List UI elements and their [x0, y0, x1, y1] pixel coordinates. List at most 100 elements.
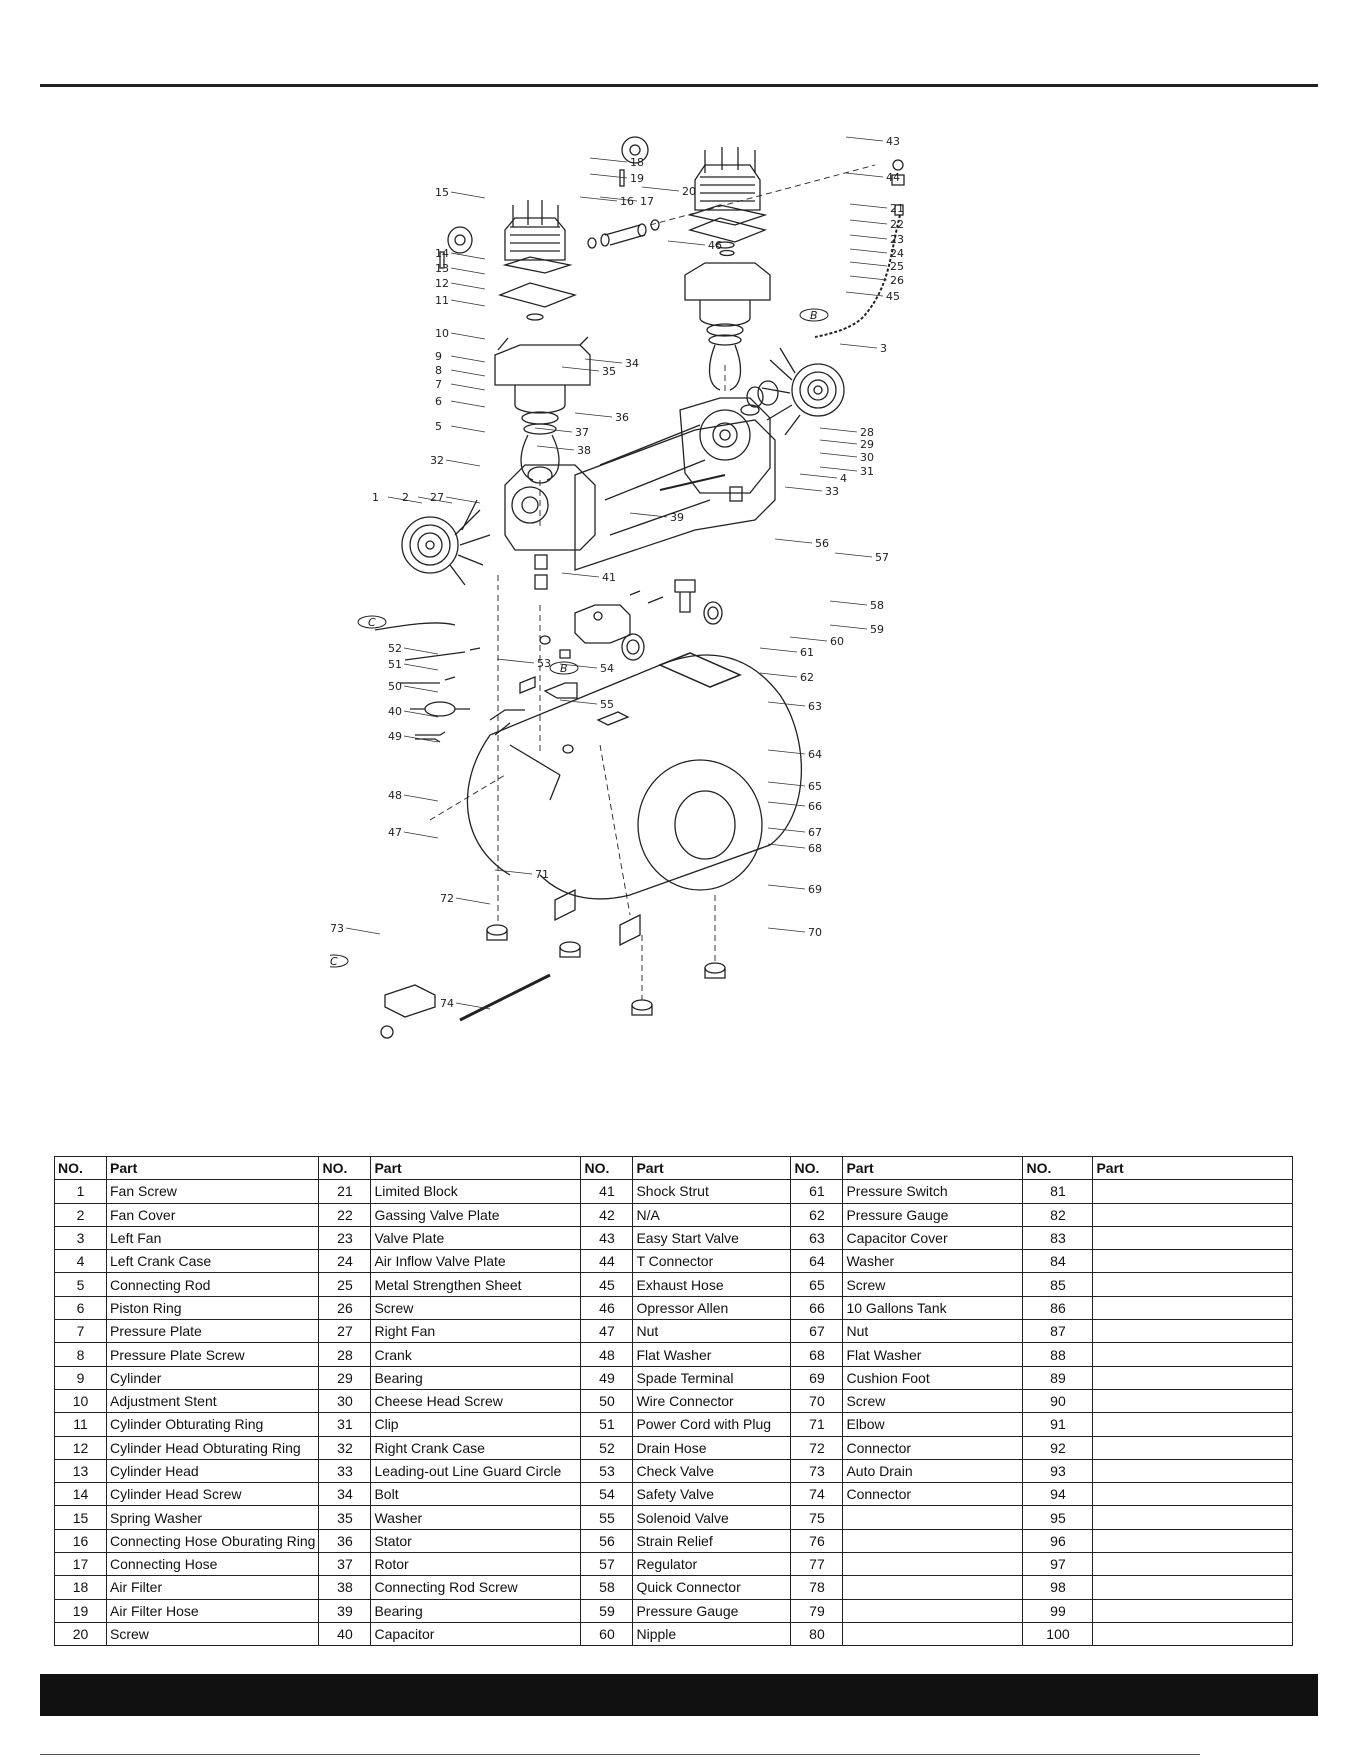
callout-label: 56 — [815, 537, 829, 550]
part-name-cell: Connecting Hose Oburating Ring — [105, 1528, 320, 1554]
exhaust-hose — [814, 159, 905, 338]
part-name-cell: Bearing — [370, 1365, 582, 1390]
callout-label: 5 — [435, 420, 442, 433]
callout-leader-line — [819, 452, 858, 458]
footer-bar — [40, 1674, 1318, 1716]
reference-marker-label: B — [810, 309, 818, 322]
callout-label: 16 — [620, 195, 634, 208]
callout-label: 25 — [890, 260, 904, 273]
part-name-cell: Safety Valve — [632, 1482, 792, 1507]
part-number-cell: 38 — [318, 1575, 372, 1600]
part-number-cell: 22 — [318, 1202, 372, 1227]
callout-label: 54 — [600, 662, 614, 675]
part-name-cell: Metal Strengthen Sheet — [370, 1272, 582, 1297]
column-header-part: Part — [370, 1155, 582, 1181]
callout-label: 38 — [577, 444, 591, 457]
part-name-cell: Power Cord with Plug — [632, 1412, 792, 1437]
callout-leader-line — [849, 219, 888, 225]
part-number-cell: 18 — [54, 1575, 107, 1600]
callout-label: 51 — [388, 658, 402, 671]
part-name-cell: N/A — [632, 1202, 792, 1227]
callout-leader-line — [799, 473, 838, 479]
callout-label: 2 — [402, 491, 409, 504]
part-number-cell: 13 — [54, 1458, 107, 1484]
callout-leader-line — [450, 355, 486, 363]
part-number-cell: 74 — [790, 1482, 844, 1507]
part-name-cell: Pressure Plate Screw — [105, 1342, 320, 1367]
callout-label: 60 — [830, 635, 844, 648]
callout-leader-line — [849, 234, 888, 240]
callout-label: 23 — [890, 233, 904, 246]
part-number-cell: 100 — [1022, 1621, 1094, 1647]
callout-leader-line — [849, 203, 888, 209]
callout-label: 11 — [435, 294, 449, 307]
part-name-cell: Cushion Foot — [842, 1365, 1024, 1390]
callout-leader-line — [759, 672, 798, 678]
part-number-cell: 72 — [790, 1435, 844, 1460]
part-name-cell: Cylinder Head Screw — [105, 1482, 320, 1507]
part-number-cell: 44 — [580, 1249, 634, 1274]
callout-label: 28 — [860, 426, 874, 439]
part-name-cell: Spade Terminal — [632, 1365, 792, 1390]
part-name-cell — [1092, 1598, 1294, 1623]
table-header-row: NO. Part NO. Part NO. Part NO. Part NO. … — [54, 1155, 1294, 1181]
callout-leader-line — [455, 897, 491, 905]
part-name-cell: Air Filter Hose — [105, 1598, 320, 1623]
callout-label: 29 — [860, 438, 874, 451]
callout-leader-line — [774, 538, 813, 544]
callout-leader-line — [767, 781, 806, 787]
part-name-cell: Cheese Head Screw — [370, 1388, 582, 1414]
part-number-cell: 17 — [54, 1552, 107, 1577]
part-number-cell: 33 — [318, 1458, 372, 1484]
part-name-cell: Spring Washer — [105, 1505, 320, 1530]
part-number-cell: 62 — [790, 1202, 844, 1227]
callout-leader-line — [767, 801, 806, 807]
reference-marker: B — [799, 308, 829, 322]
left-cylinder-head — [497, 200, 578, 321]
left-fan — [401, 499, 491, 586]
reference-marker-label: C — [330, 955, 338, 968]
callout-leader-line — [450, 400, 486, 408]
part-name-cell — [1092, 1388, 1294, 1414]
part-number-cell: 51 — [580, 1412, 634, 1437]
part-name-cell: Right Fan — [370, 1319, 582, 1344]
callout-leader-line — [403, 831, 439, 839]
part-number-cell: 83 — [1022, 1225, 1094, 1251]
part-number-cell: 56 — [580, 1528, 634, 1554]
part-name-cell: Regulator — [632, 1552, 792, 1577]
part-name-cell: Crank — [370, 1342, 582, 1367]
part-number-cell: 9 — [54, 1365, 107, 1390]
right-cylinder-head — [687, 147, 768, 257]
callout-leader-line — [767, 749, 806, 755]
callout-leader-line — [667, 240, 706, 246]
part-number-cell: 73 — [790, 1458, 844, 1484]
left-air-filter — [439, 226, 473, 269]
part-name-cell — [1092, 1552, 1294, 1577]
callout-leader-line — [829, 624, 868, 630]
part-name-cell: Drain Hose — [632, 1435, 792, 1460]
part-name-cell: Pressure Plate — [105, 1319, 320, 1344]
part-number-cell: 16 — [54, 1528, 107, 1554]
callout-label: 37 — [575, 426, 589, 439]
part-name-cell: Gassing Valve Plate — [370, 1202, 582, 1227]
part-number-cell: 50 — [580, 1388, 634, 1414]
part-name-cell — [1092, 1295, 1294, 1321]
callout-leader-line — [845, 136, 884, 142]
part-name-cell: Piston Ring — [105, 1295, 320, 1321]
column-header-part: Part — [632, 1155, 792, 1181]
callout-leader-line — [767, 827, 806, 833]
right-cylinder — [684, 262, 771, 391]
part-number-cell: 58 — [580, 1575, 634, 1600]
part-number-cell: 78 — [790, 1575, 844, 1600]
callout-leader-line — [839, 343, 878, 349]
callout-label: 43 — [886, 135, 900, 148]
callout-label: 71 — [535, 868, 549, 881]
part-number-cell: 41 — [580, 1179, 634, 1204]
callout-label: 74 — [440, 997, 454, 1010]
callout-leader-line — [845, 291, 884, 297]
